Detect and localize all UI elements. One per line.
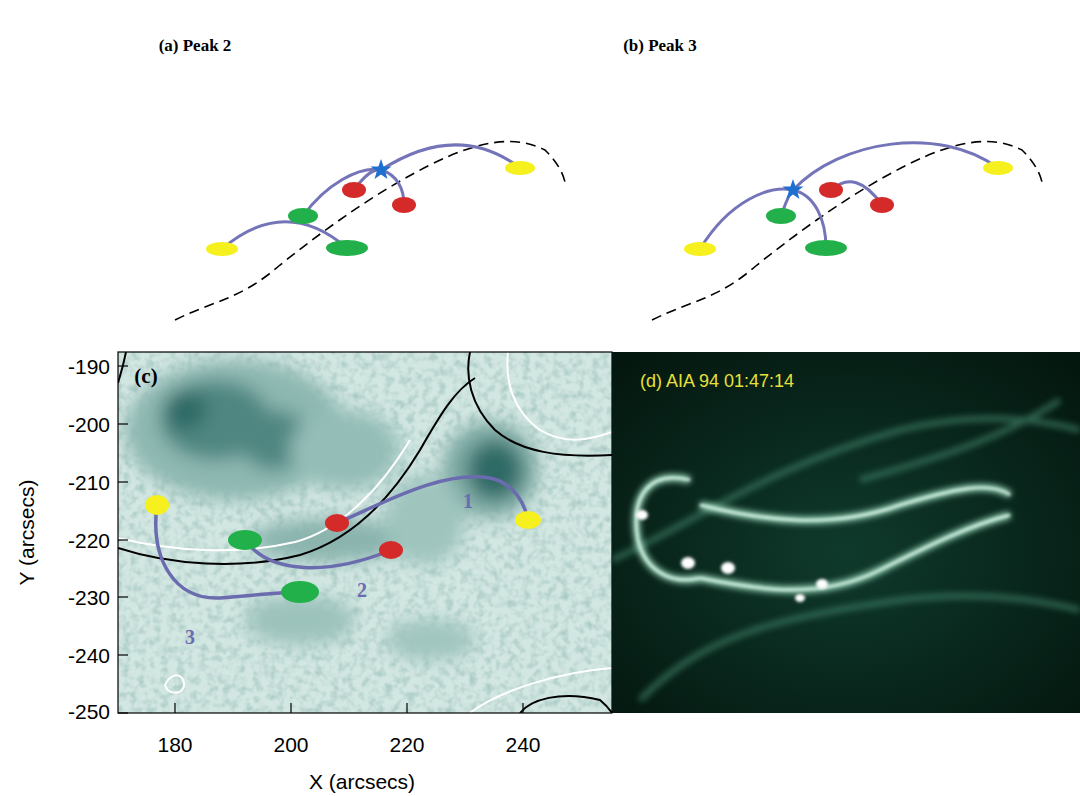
aia-image bbox=[612, 352, 1080, 713]
cartoon-b bbox=[652, 142, 1042, 320]
loop bbox=[303, 169, 404, 216]
tick-label: -250 bbox=[68, 701, 110, 722]
loop-number: 2 bbox=[357, 580, 367, 600]
tick-label: -190 bbox=[68, 356, 110, 377]
panel-title: (d) AIA 94 01:47:14 bbox=[640, 372, 794, 390]
panel-title: (a) Peak 2 bbox=[159, 37, 232, 54]
loop-number: 3 bbox=[185, 627, 195, 647]
footpoint bbox=[325, 514, 349, 532]
reconnection-star bbox=[783, 179, 804, 199]
footpoint bbox=[819, 182, 843, 198]
footpoint bbox=[515, 511, 541, 529]
footpoint bbox=[206, 242, 238, 256]
footpoint bbox=[288, 208, 318, 224]
footpoint bbox=[342, 182, 366, 198]
loop bbox=[354, 145, 520, 190]
loop bbox=[337, 477, 528, 523]
footpoint bbox=[379, 541, 403, 559]
tick-label: -220 bbox=[68, 530, 110, 551]
footpoint bbox=[870, 197, 894, 213]
tick-label: 180 bbox=[157, 734, 192, 755]
axis-frame bbox=[118, 352, 612, 713]
panel-title: (b) Peak 3 bbox=[623, 37, 697, 54]
loop bbox=[156, 505, 300, 598]
tick-label: -230 bbox=[68, 587, 110, 608]
footpoint bbox=[983, 161, 1013, 175]
footpoint bbox=[505, 161, 535, 175]
loop-number: 1 bbox=[463, 491, 473, 511]
reconnection-star bbox=[371, 159, 392, 179]
cartoon-a bbox=[175, 142, 565, 320]
footpoint bbox=[766, 208, 796, 224]
footpoint bbox=[392, 197, 416, 213]
tick-label: -200 bbox=[68, 414, 110, 435]
neutral-line bbox=[175, 142, 565, 320]
neutral-line bbox=[652, 142, 1042, 320]
axis-title: Y (arcsecs) bbox=[17, 479, 38, 585]
footpoint bbox=[684, 242, 716, 256]
footpoint bbox=[281, 581, 319, 603]
loop bbox=[245, 540, 391, 568]
footpoint bbox=[326, 240, 368, 256]
tick-label: 220 bbox=[389, 734, 424, 755]
tick-label: -240 bbox=[68, 645, 110, 666]
tick-label: 240 bbox=[505, 734, 540, 755]
footpoint bbox=[145, 495, 169, 515]
loop bbox=[700, 189, 826, 249]
tick-label: 200 bbox=[273, 734, 308, 755]
axis-title: X (arcsecs) bbox=[309, 771, 415, 792]
loop bbox=[781, 143, 998, 216]
panel-letter: (c) bbox=[134, 366, 157, 387]
magnetogram bbox=[118, 352, 612, 713]
footpoint bbox=[228, 530, 262, 550]
tick-label: -210 bbox=[68, 472, 110, 493]
footpoint bbox=[805, 240, 847, 256]
